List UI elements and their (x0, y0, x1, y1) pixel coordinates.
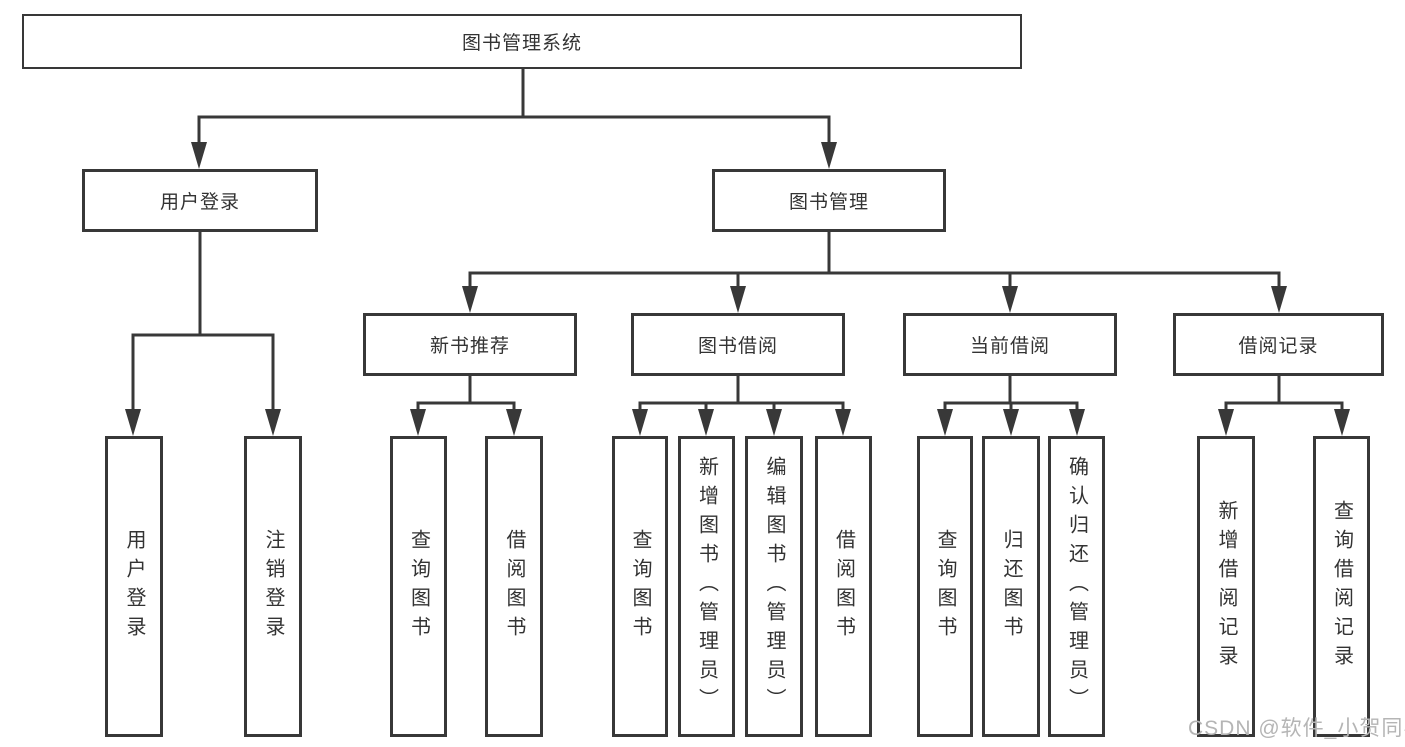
node-label: 新书推荐 (429, 336, 510, 357)
leaf-confirm-return-admin: 确认归还（管理员） (1048, 436, 1105, 737)
leaf-label: 归还图书 (1000, 528, 1022, 645)
node-user-login: 用户登录 (82, 169, 318, 232)
node-label: 用户登录 (159, 192, 240, 213)
leaf-label: 查询图书 (934, 528, 956, 645)
leaf-add-borrow-record: 新增借阅记录 (1197, 436, 1255, 737)
leaf-return-books: 归还图书 (982, 436, 1040, 737)
node-label: 图书管理 (788, 192, 869, 213)
leaf-add-book-admin: 新增图书（管理员） (678, 436, 735, 737)
leaf-label: 借阅图书 (503, 528, 525, 645)
leaf-label: 新增图书（管理员） (695, 456, 718, 717)
leaf-label: 新增借阅记录 (1215, 499, 1237, 674)
leaf-edit-book-admin: 编辑图书（管理员） (745, 436, 803, 737)
leaf-label: 编辑图书（管理员） (763, 456, 785, 717)
leaf-query-books-recommend: 查询图书 (390, 436, 447, 737)
node-label: 图书管理系统 (461, 33, 582, 54)
node-label: 当前借阅 (969, 336, 1050, 357)
leaf-borrow-books-borrowing: 借阅图书 (815, 436, 872, 737)
leaf-label: 用户登录 (123, 528, 145, 645)
node-book-borrowing: 图书借阅 (631, 313, 845, 376)
node-borrowing-records: 借阅记录 (1173, 313, 1384, 376)
csdn-watermark: CSDN @软件_小贺同学 (1188, 717, 1405, 740)
leaf-logout: 注销登录 (244, 436, 302, 737)
node-label: 图书借阅 (697, 336, 778, 357)
leaf-label: 借阅图书 (832, 528, 855, 645)
leaf-query-books-current: 查询图书 (917, 436, 973, 737)
node-label: 借阅记录 (1238, 336, 1319, 357)
leaf-label: 查询图书 (629, 528, 651, 645)
leaf-query-books-borrowing: 查询图书 (612, 436, 668, 737)
leaf-borrow-books-recommend: 借阅图书 (485, 436, 543, 737)
leaf-query-borrow-record: 查询借阅记录 (1313, 436, 1370, 737)
node-current-borrowing: 当前借阅 (903, 313, 1117, 376)
node-new-book-recommend: 新书推荐 (363, 313, 577, 376)
leaf-label: 注销登录 (262, 528, 284, 645)
node-book-management: 图书管理 (712, 169, 946, 232)
leaf-user-login: 用户登录 (105, 436, 163, 737)
leaf-label: 查询图书 (407, 528, 430, 645)
leaf-label: 确认归还（管理员） (1065, 456, 1088, 717)
node-library-management-system: 图书管理系统 (22, 14, 1022, 69)
leaf-label: 查询借阅记录 (1330, 499, 1353, 674)
